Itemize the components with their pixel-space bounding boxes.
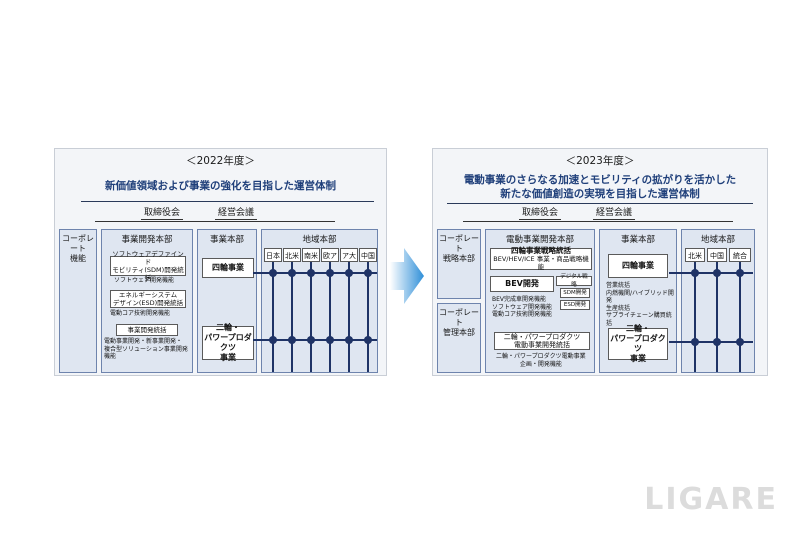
sdm-box: ソフトウェアデファインド モビリティ(SDM)開発統括 — [110, 250, 186, 282]
grid-line-moto — [253, 339, 377, 341]
four-wheel-note: 営業統括 内燃機関/ハイブリッド開発 生産統括 サプライチェーン購買統括 — [606, 282, 674, 327]
four-wheel-box: 四輪事業 — [202, 258, 254, 278]
grid-dot — [345, 269, 353, 277]
biz-column: 事業本部 四輪事業 二輪・ パワープロダクツ 事業 — [197, 229, 257, 373]
region-north-america: 北米 — [283, 248, 301, 262]
region-asia-oceania: ア大 — [340, 248, 358, 262]
ev-dev-column: 電動事業開発本部 四輪事業戦略統括 BEV/HEV/ICE 事業・商品戦略機能 … — [485, 229, 595, 373]
panel-subtitle-2023-line2: 新たな価値創造の実現を目指した運営体制 — [500, 188, 700, 200]
corp-strategy-column: コーポレート 戦略本部 — [437, 229, 481, 299]
corp-strategy-label: コーポレート 戦略本部 — [439, 234, 479, 263]
grid-dot — [736, 338, 744, 346]
digital-box: デジタル戦略 — [556, 274, 592, 288]
esd-box: ESD開発 — [560, 300, 590, 310]
ligare-logo: LIGARE — [644, 482, 778, 517]
panel-2023: ＜2023年度＞ 電動事業のさらなる加速とモビリティの拡がりを活かした 新たな価… — [432, 148, 768, 376]
grid-dot — [326, 336, 334, 344]
biz-column: 事業本部 四輪事業 営業統括 内燃機関/ハイブリッド開発 生産統括 サプライチェ… — [599, 229, 677, 373]
grid-dot — [736, 269, 744, 277]
org-top-line — [463, 221, 733, 222]
grid-dot — [269, 336, 277, 344]
four-strategy-box: 四輪事業戦略統括 BEV/HEV/ICE 事業・商品戦略機能 — [490, 246, 592, 271]
org-top-line — [95, 221, 335, 222]
four-wheel-box: 四輪事業 — [608, 254, 668, 278]
corporate-label: コーポレート 機能 — [62, 234, 94, 263]
grid-line-four-wheel — [669, 272, 753, 274]
panel-year-2023: ＜2023年度＞ — [565, 155, 635, 167]
grid-dot — [269, 269, 277, 277]
grid-dot — [326, 269, 334, 277]
grid-line-moto — [669, 341, 753, 343]
grid-line-four-wheel — [253, 272, 377, 274]
bizdev-box: 事業開発統括 — [116, 324, 178, 336]
region-japan: 日本 — [264, 248, 282, 262]
panel-subtitle-2023-line1: 電動事業のさらなる加速とモビリティの拡がりを活かした — [463, 174, 737, 186]
grid-dot — [345, 336, 353, 344]
region-line — [716, 262, 718, 372]
four-strategy-sub: BEV/HEV/ICE 事業・商品戦略機能 — [493, 255, 589, 271]
exec-meeting-label: 経営会議 — [593, 207, 636, 220]
grid-dot — [307, 269, 315, 277]
region-south-america: 南米 — [302, 248, 320, 262]
sdm-note: ソフトウェア開発機能 — [114, 277, 175, 284]
esd-note: 電動コア技術開発機能 — [110, 310, 171, 317]
esd-box: エネルギーシステム デザイン(ESD)開発統括 — [110, 290, 186, 308]
region-line — [310, 262, 312, 372]
region-integrated: 統合 — [729, 248, 751, 262]
region-line — [739, 262, 741, 372]
transition-arrow-icon — [390, 248, 424, 304]
moto-box: 二輪・ パワープロダクツ 事業 — [608, 324, 668, 363]
sdm-box: SDM開発 — [560, 288, 590, 298]
board-label: 取締役会 — [141, 207, 184, 220]
title-divider — [81, 201, 374, 202]
title-divider — [447, 203, 753, 204]
region-china: 中国 — [707, 248, 727, 262]
corp-mgmt-column: コーポレート 管理本部 — [437, 303, 481, 373]
moto-ev-note: 二輪・パワープロダクツ電動事業 企画・開発機能 — [496, 353, 586, 368]
grid-dot — [364, 269, 372, 277]
region-head: 地域本部 — [302, 235, 337, 245]
corp-mgmt-label: コーポレート 管理本部 — [439, 308, 479, 337]
grid-dot — [288, 336, 296, 344]
moto-box: 二輪・ パワープロダクツ 事業 — [202, 323, 254, 362]
exec-meeting-label: 経営会議 — [215, 207, 258, 220]
panel-2022: ＜2022年度＞ 新価値領域および事業の強化を目指した運営体制 取締役会 経営会… — [54, 148, 387, 376]
region-north-america: 北米 — [685, 248, 705, 262]
four-strategy-label: 四輪事業戦略統括 — [511, 246, 571, 255]
biz-head: 事業本部 — [620, 235, 655, 245]
region-line — [329, 262, 331, 372]
region-china: 中国 — [359, 248, 377, 262]
ev-dev-head: 電動事業開発本部 — [505, 235, 574, 245]
panel-subtitle-2022: 新価値領域および事業の強化を目指した運営体制 — [105, 180, 336, 192]
region-head: 地域本部 — [700, 235, 735, 245]
grid-dot — [307, 336, 315, 344]
bizdev-note: 電動事業開発・新事業開発・ 複合型ソリューション事業開発機能 — [104, 338, 188, 360]
grid-dot — [364, 336, 372, 344]
bev-box: BEV開発 — [490, 276, 554, 292]
grid-dot — [713, 338, 721, 346]
region-europe: 欧ア — [321, 248, 339, 262]
grid-dot — [713, 269, 721, 277]
grid-dot — [691, 269, 699, 277]
grid-dot — [288, 269, 296, 277]
region-line — [694, 262, 696, 372]
region-line — [348, 262, 350, 372]
panel-year-2022: ＜2022年度＞ — [186, 155, 255, 167]
moto-ev-box: 二輪・パワープロダクツ 電動事業開発統括 — [494, 332, 590, 350]
board-label: 取締役会 — [519, 207, 562, 220]
region-line — [367, 262, 369, 372]
bev-note: BEV完成車開発機能 ソフトウェア開発機能 電動コア技術開発機能 — [492, 296, 553, 318]
region-line — [272, 262, 274, 372]
dev-head: 事業開発本部 — [121, 235, 173, 245]
grid-dot — [691, 338, 699, 346]
dev-column: 事業開発本部 ソフトウェアデファインド モビリティ(SDM)開発統括 ソフトウェ… — [101, 229, 193, 373]
region-line — [291, 262, 293, 372]
corporate-column: コーポレート 機能 — [59, 229, 97, 373]
biz-head: 事業本部 — [209, 235, 244, 245]
